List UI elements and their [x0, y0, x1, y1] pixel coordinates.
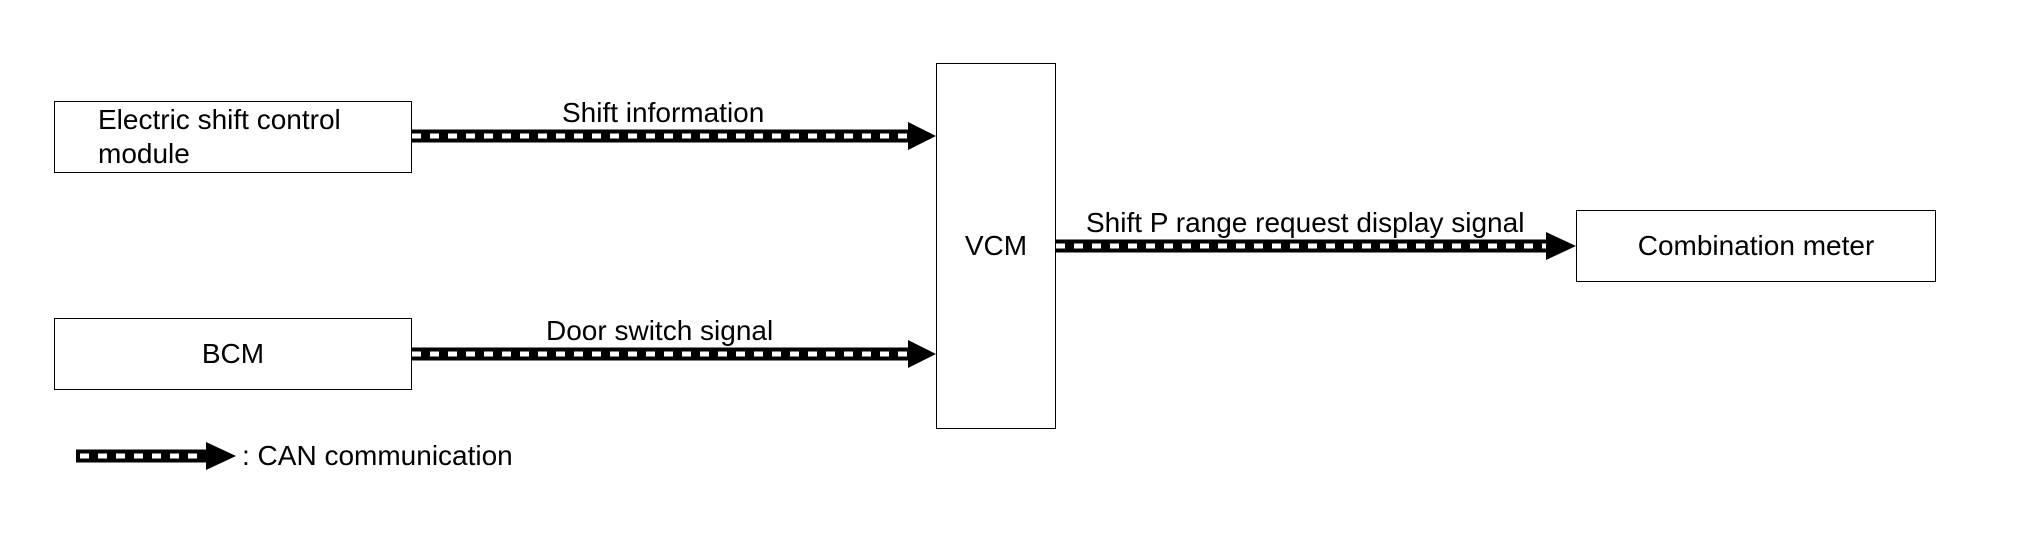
vcm-label: VCM	[964, 230, 1028, 261]
combination-meter-label: Combination meter	[1637, 230, 1875, 261]
vcm-box: VCM	[936, 63, 1056, 429]
arrowhead-icon	[908, 340, 936, 368]
can-arrow-shift-information	[412, 122, 936, 150]
electric-shift-control-module-box: Electric shift control module	[54, 101, 412, 173]
edge-label-door-switch-signal: Door switch signal	[546, 315, 774, 346]
combination-meter-box: Combination meter	[1576, 210, 1936, 282]
arrowhead-icon	[206, 442, 236, 470]
can-arrow-shift-p-range	[1056, 232, 1576, 260]
electric-shift-control-module-line1: Electric shift control	[98, 104, 341, 135]
arrowhead-icon	[1546, 232, 1576, 260]
edge-label-shift-p-range-request: Shift P range request display signal	[1086, 207, 1525, 238]
bcm-box: BCM	[54, 318, 412, 390]
can-arrow-door-switch-signal	[412, 340, 936, 368]
legend-label: : CAN communication	[242, 440, 513, 471]
legend-can-arrow	[76, 442, 236, 470]
arrowhead-icon	[908, 122, 936, 150]
bcm-label: BCM	[201, 338, 265, 369]
edge-label-shift-information: Shift information	[562, 97, 765, 128]
electric-shift-control-module-line2: module	[98, 138, 190, 169]
